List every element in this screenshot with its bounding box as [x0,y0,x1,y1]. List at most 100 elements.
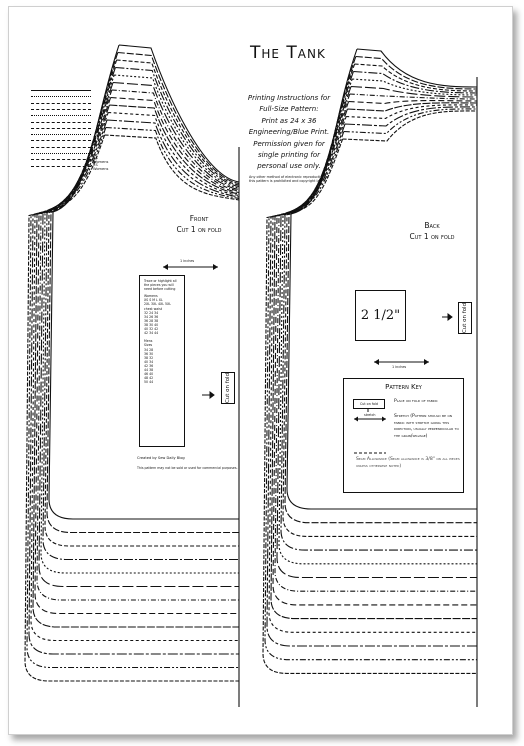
front-size-outline [28,119,240,655]
front-label-cut: Cut 1 on fold [176,225,222,234]
instruction-line: Print as 24 x 36 [261,116,317,125]
front-size-outline [26,126,240,669]
front-fold-arrow [202,391,215,399]
front-footnote-2: This pattern may not be sold or used for… [137,466,238,470]
page-title: The Tank [250,43,326,63]
size-chart-row: 44 38 [144,367,154,372]
legend-row [31,112,103,119]
printing-instructions: Printing Instructions for Full-Size Patt… [245,93,333,173]
pattern-sheet: The Tank Printing Instructions for Full-… [8,6,513,735]
front-label-title: Front [189,214,209,223]
back-size-outline [262,110,478,674]
legend-line [31,134,91,136]
back-label: Back Cut 1 on fold [401,220,463,242]
size-chart-row: 34 28 [144,347,154,352]
legend-line [31,159,91,161]
size-chart-row: 34 26 36 [144,314,159,319]
legend-row [31,119,103,126]
back-grain-label: 1 inches [392,365,407,369]
legend-row [31,125,103,132]
size-chart-row: 46 40 [144,372,154,377]
size-chart-row: Sizes [144,343,153,348]
back-size-outline [278,78,478,565]
back-size-outline [268,104,478,633]
instruction-line: single printing for [257,151,321,160]
size-chart-header: Trace or highlight all the pieces you wi… [144,279,177,292]
back-label-title: Back [424,221,440,230]
scale-square-label: 2 1/2" [360,308,401,323]
key-seam-allowance: Seam Allowance (Seam allowance is 3/8" o… [356,457,460,469]
size-chart-row: 2XL 3XL 4XL 5XL [144,302,171,307]
size-chart-row: 36 30 [144,351,154,356]
front-label: Front Cut 1 on fold [169,213,229,235]
front-footnote-1: Created by Sew Daily Blog [137,456,185,460]
instruction-line: Engineering/Blue Print. [248,128,330,137]
copyright-note: Any other method of electronic reproduct… [249,175,329,184]
front-size-outline [30,111,240,642]
legend-line [31,165,91,167]
scale-check-square: 2 1/2" [355,290,406,341]
legend-row: XS Womens [31,163,108,171]
back-fold-arrow [442,313,453,321]
size-chart-row: 48 42 [144,376,154,381]
size-chart-row: 36 28 38 [144,318,159,323]
legend-row [31,87,103,94]
legend-line [31,153,91,154]
front-size-outline [42,66,240,561]
size-chart-row: 42 36 [144,363,154,368]
instruction-line: Permission given for [253,139,325,148]
legend-row: XS Womens [31,156,108,164]
key-stretch-description: Stretch (Pattern should be on fabric wit… [394,414,459,439]
front-size-outline [46,51,240,534]
back-size-outline [266,106,478,647]
legend-size-name: XS Womens [93,162,109,171]
front-size-outline [40,74,240,574]
size-chart-row: 42 34 44 [144,331,159,336]
legend-line [31,108,91,110]
legend-line [31,96,91,98]
size-chart-row: 40 32 42 [144,327,159,332]
key-stretch-arrowheads [354,416,386,422]
size-chart-row: 38 32 [144,355,154,360]
back-label-cut: Cut 1 on fold [409,232,455,241]
legend-row [31,144,103,151]
legend-row [31,131,103,138]
legend-line [31,115,91,117]
front-fold-label: Cut on fold [221,372,235,404]
legend-line [31,140,91,142]
instruction-line: Printing Instructions for [247,94,331,102]
pattern-drawing [24,44,478,707]
legend-size-name: XS Womens [93,156,109,165]
back-size-outline [270,102,478,620]
key-cut-on-fold: Cut on fold [353,399,385,409]
key-stretch-label: stretch [364,413,376,417]
back-fold-label: Cut on fold [458,302,472,334]
key-arrows [354,408,386,454]
back-fold-text: Cut on fold [462,302,468,334]
legend-row [31,100,103,107]
key-place-on-fold: Place on fold of fabric [394,399,438,404]
front-size-chart: Trace or highlight all the pieces you wi… [139,275,185,447]
front-grain-label: 1 inches [180,259,195,263]
size-chart-row: Womens [144,294,158,299]
legend-line [31,146,91,148]
instruction-line: Full-Size Pattern: [259,105,319,114]
size-chart-row: chest waist [144,306,163,311]
front-size-outline [44,59,240,547]
legend-row [31,93,103,100]
size-chart-row: 38 30 40 [144,322,159,327]
pattern-key-title: Pattern Key [385,383,422,391]
legend-line [31,102,91,104]
size-chart-row: 50 44 [144,380,154,385]
front-size-outline [34,96,240,615]
legend-row [31,150,103,157]
legend-row [31,137,103,144]
size-chart-row: 32 24 34 [144,310,159,315]
front-size-outline [32,104,240,628]
legend-line [31,121,91,123]
size-chart-row: XS S M L XL [144,298,163,303]
front-fold-text: Cut on fold [225,372,231,404]
size-chart-row: Mens [144,339,153,344]
front-size-outline [24,134,240,682]
